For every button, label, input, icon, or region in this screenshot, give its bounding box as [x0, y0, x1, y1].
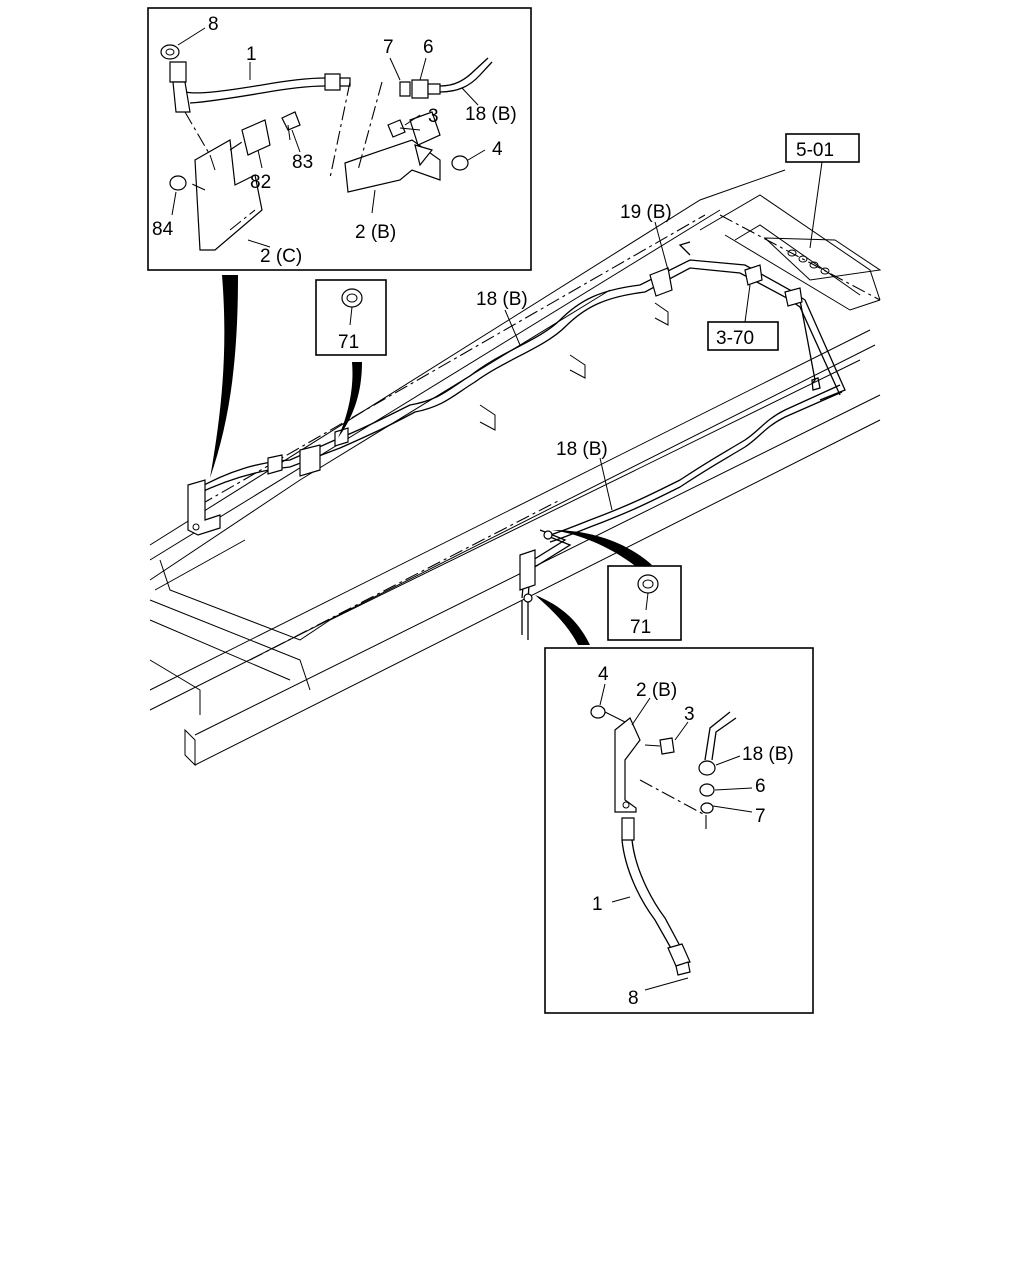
- callout-br-18b: 18 (B): [742, 744, 794, 765]
- callout-tl-82: 82: [250, 172, 271, 193]
- leader-curve-br: [535, 595, 590, 645]
- callout-tl-3: 3: [428, 106, 439, 127]
- brake-pipe-lower: [521, 384, 843, 640]
- callout-br-4: 4: [598, 664, 609, 685]
- callout-tl-7: 7: [383, 37, 394, 58]
- leader-curve-71a: [338, 362, 362, 438]
- callout-tl-2c: 2 (C): [260, 246, 302, 267]
- ref-box-5-01: 5-01: [796, 140, 834, 161]
- callout-mid-71a: 71: [338, 332, 359, 353]
- callout-br-7: 7: [755, 806, 766, 827]
- callout-tl-18b: 18 (B): [465, 104, 517, 125]
- callout-mid-71b: 71: [630, 617, 651, 638]
- grommet-box-upper: 71: [315, 279, 387, 356]
- callout-tl-1: 1: [246, 44, 257, 65]
- callout-mid-19b: 19 (B): [620, 202, 672, 223]
- callout-tl-8: 8: [208, 14, 219, 35]
- chassis-frame: [149, 169, 882, 767]
- grommet-box-lower: 71: [607, 565, 682, 641]
- callout-mid-18b-b: 18 (B): [556, 439, 608, 460]
- detail-inset-right: 4 2 (B) 3 18 (B) 6 7 1 8: [544, 647, 814, 1014]
- callout-br-1: 1: [592, 894, 603, 915]
- frame-bracket-left: [187, 427, 349, 536]
- callout-tl-6: 6: [423, 37, 434, 58]
- ref-box-3-70: 3-70: [716, 328, 754, 349]
- callout-br-3: 3: [684, 704, 695, 725]
- leader-curve-71b: [552, 530, 652, 568]
- main-callouts: 18 (B) 19 (B) 5-01 3-70 18 (B): [476, 133, 860, 511]
- detail-inset-left: 8 1 7 6 18 (B) 3 83 4 82 84 2 (B) 2 (C): [147, 7, 532, 271]
- plate-holes: [787, 249, 830, 275]
- brake-pipe-upper: [194, 241, 846, 496]
- callout-br-6: 6: [755, 776, 766, 797]
- callout-tl-83: 83: [292, 152, 313, 173]
- callout-tl-2b: 2 (B): [355, 222, 396, 243]
- frame-bracket-right: [519, 264, 803, 603]
- callout-tl-4: 4: [492, 139, 503, 160]
- callout-br-2b: 2 (B): [636, 680, 677, 701]
- callout-mid-18b-a: 18 (B): [476, 289, 528, 310]
- leader-curve-tl: [210, 275, 238, 478]
- callout-br-8: 8: [628, 988, 639, 1009]
- callout-tl-84: 84: [152, 219, 174, 240]
